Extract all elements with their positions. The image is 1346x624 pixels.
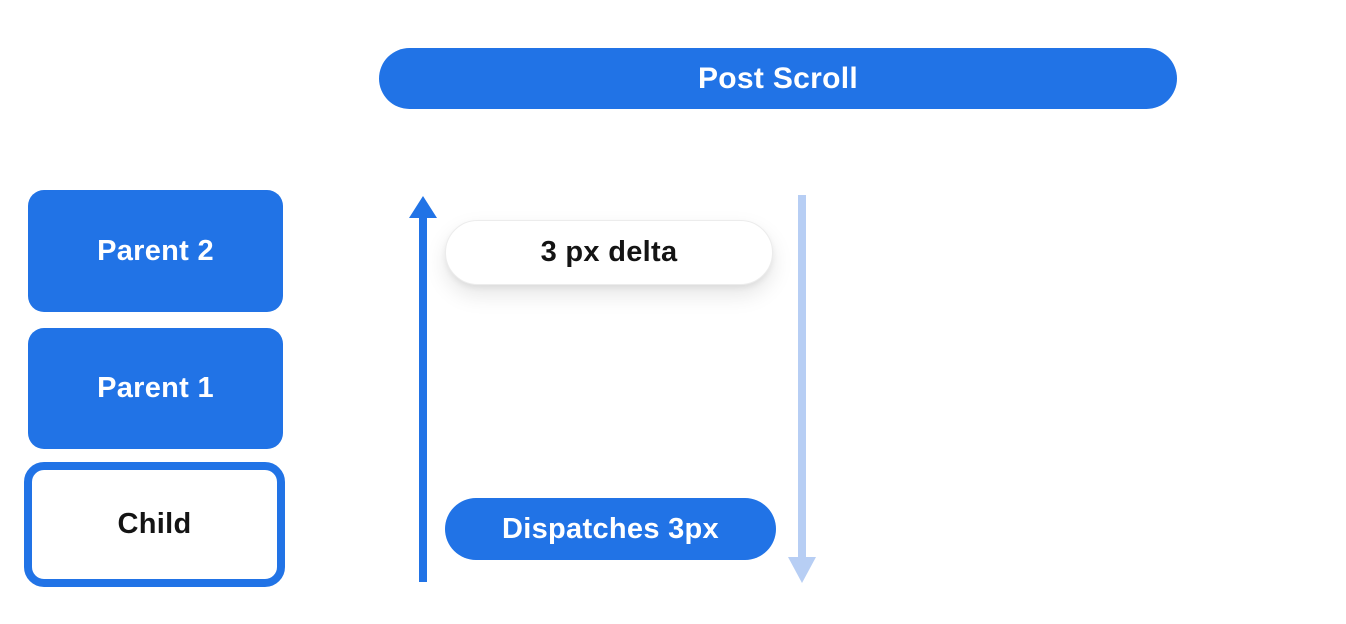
arrow-down-head [788,557,816,583]
delta-pill: 3 px delta [445,220,773,285]
parent-1-label: Parent 1 [97,372,214,404]
child-label: Child [117,508,192,540]
child-box: Child [24,462,285,587]
post-scroll-banner: Post Scroll [379,48,1177,109]
parent-2-label: Parent 2 [97,234,214,267]
arrow-up-head [409,196,437,218]
parent-2-box: Parent 2 [28,190,283,312]
dispatch-pill-label: Dispatches 3px [502,512,719,545]
delta-pill-label: 3 px delta [540,236,678,268]
post-scroll-banner-label: Post Scroll [697,61,858,95]
arrow-up-shaft [419,216,427,582]
arrow-down-icon [788,195,816,583]
arrow-up-icon [409,196,437,582]
parent-1-box: Parent 1 [28,328,283,449]
arrow-down-shaft [798,195,806,559]
dispatch-pill: Dispatches 3px [445,498,776,560]
